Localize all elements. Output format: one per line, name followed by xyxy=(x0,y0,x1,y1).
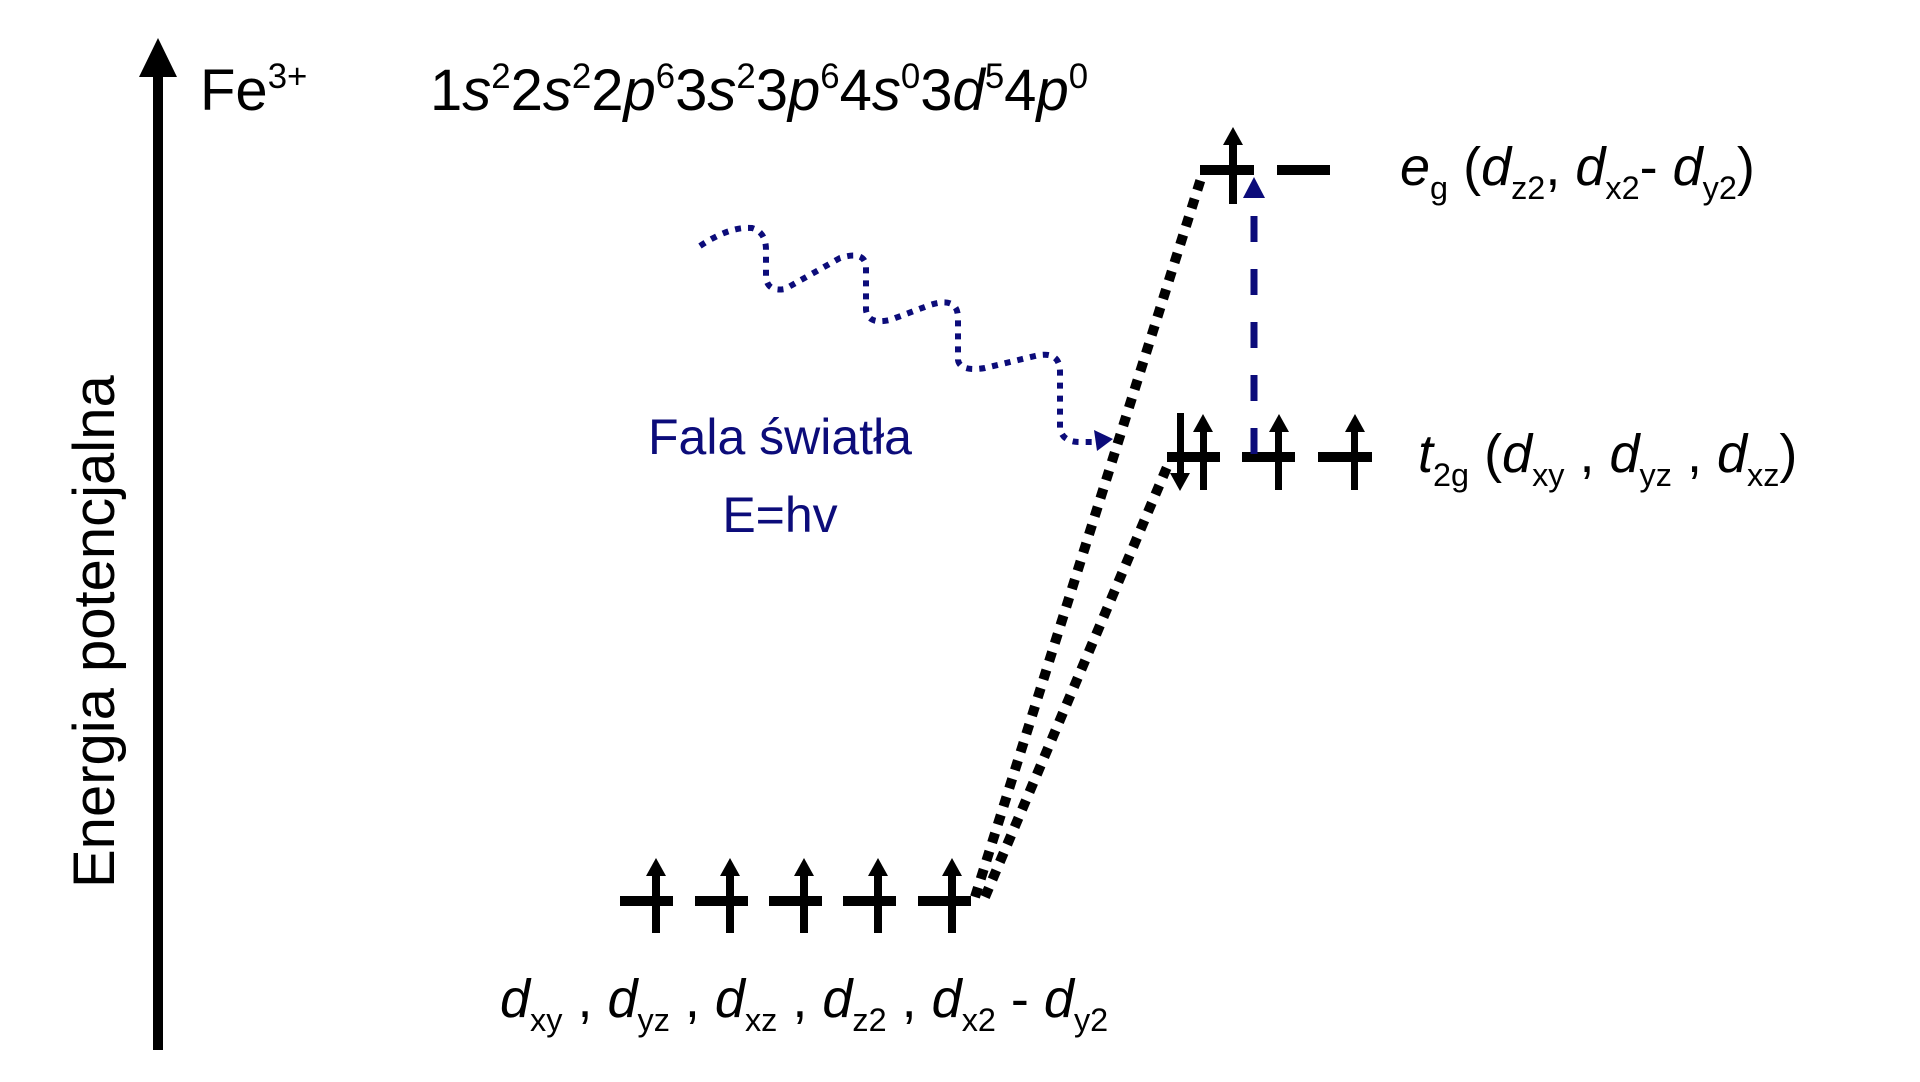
spin-up-arrow-icon xyxy=(1223,127,1243,145)
spin-up-arrow-icon xyxy=(720,858,740,876)
light-annotation: Fala światła E=hv xyxy=(600,398,960,554)
config-term: 3s2 xyxy=(675,57,756,123)
config-term: 4s0 xyxy=(839,57,921,123)
energy-axis xyxy=(139,38,177,1050)
t2g-label: t2g (dxy , dyz , dxz) xyxy=(1418,424,1798,493)
spin-up-arrow-icon xyxy=(942,858,962,876)
spin-up-arrow-icon xyxy=(646,858,666,876)
eg-label: eg (dz2, dx2- dy2) xyxy=(1400,137,1755,206)
orbital-t2g-2 xyxy=(1242,414,1295,490)
spin-down-arrow-icon xyxy=(1170,473,1190,491)
orbital-dxy xyxy=(620,858,673,933)
config-term: 1s2 xyxy=(430,57,511,123)
light-wave-arrowhead-icon xyxy=(1094,430,1113,451)
energy-axis-shaft xyxy=(153,70,163,1050)
ion-charge: 3+ xyxy=(267,57,308,97)
free-ion-label: dxy , dyz , dxz , dz2 , dx2 - dy2 xyxy=(500,969,1109,1038)
ion-symbol: Fe xyxy=(200,58,268,123)
connector-to-t2g xyxy=(980,458,1175,899)
orbital-dx2-y2 xyxy=(918,858,971,933)
connector-to-eg xyxy=(970,170,1208,899)
config-term: 2p6 xyxy=(591,57,676,123)
axis-title-text: Energia potencjalna xyxy=(62,375,127,888)
eg-level xyxy=(1200,127,1330,204)
config-term: 4p0 xyxy=(1004,57,1089,123)
light-label: Fala światła xyxy=(648,409,912,465)
orbital-dxz xyxy=(769,858,822,933)
config-term: 3p6 xyxy=(755,57,840,123)
orbital-eg-2 xyxy=(1277,165,1330,175)
orbital-dz2 xyxy=(843,858,896,933)
excitation-arrowhead-icon xyxy=(1243,177,1265,198)
t2g-level xyxy=(1167,413,1372,491)
config-term: 2s2 xyxy=(510,57,592,123)
energy-axis-arrowhead-icon xyxy=(139,38,177,77)
light-wave xyxy=(698,224,1113,451)
spin-up-arrow-icon xyxy=(1345,414,1365,432)
orbital-dyz xyxy=(695,858,748,933)
orbital-eg-1 xyxy=(1200,127,1254,204)
orbital-t2g-1 xyxy=(1167,413,1220,491)
axis-title: Energia potencjalna xyxy=(62,375,127,888)
spin-up-arrow-icon xyxy=(794,858,814,876)
electron-configuration: 1s22s22p63s23p64s03d54p0 xyxy=(430,60,1088,120)
config-term: 3d5 xyxy=(920,57,1005,123)
spin-up-arrow-icon xyxy=(1269,414,1289,432)
spin-up-arrow-icon xyxy=(1193,414,1213,432)
excitation-arrow xyxy=(1243,177,1265,454)
energy-formula: E=hv xyxy=(722,487,838,543)
ion-label: Fe3+ xyxy=(200,60,307,120)
spin-up-arrow-icon xyxy=(868,858,888,876)
orbital-t2g-3 xyxy=(1318,414,1372,490)
free-ion-d-level xyxy=(620,858,971,933)
